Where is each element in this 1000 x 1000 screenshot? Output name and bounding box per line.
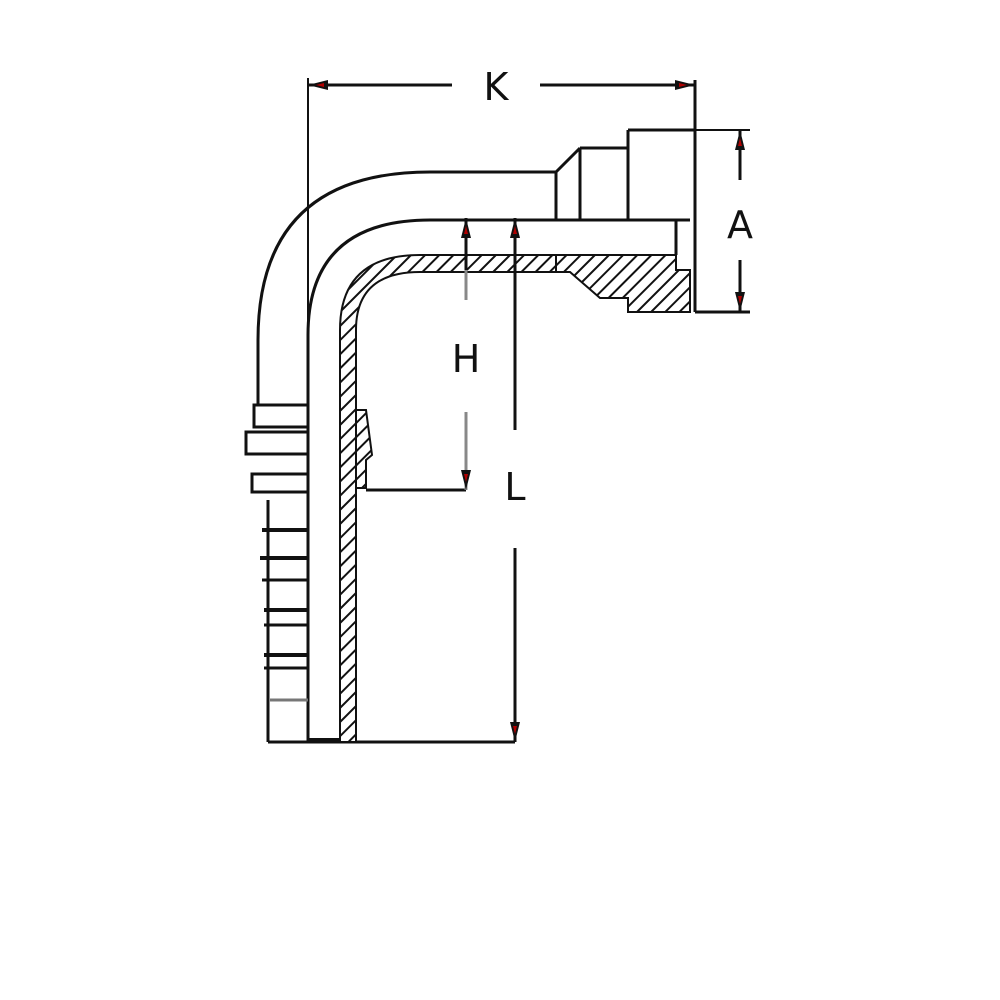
flange-head — [554, 80, 697, 312]
dimension-label-h: H — [452, 337, 481, 381]
dimension-a: A — [695, 129, 753, 314]
section-hatch-wall — [339, 254, 561, 743]
dimension-h: H — [452, 218, 481, 490]
dimension-label-a: A — [727, 203, 753, 247]
dimension-k: K — [307, 65, 695, 335]
hose-barb-tip — [355, 409, 374, 489]
section-hatch-flange — [555, 254, 691, 313]
dimension-label-k: K — [484, 65, 510, 109]
dimension-l: L — [504, 218, 526, 742]
ferrule-ribs — [244, 403, 340, 742]
dimension-label-l: L — [504, 465, 525, 509]
